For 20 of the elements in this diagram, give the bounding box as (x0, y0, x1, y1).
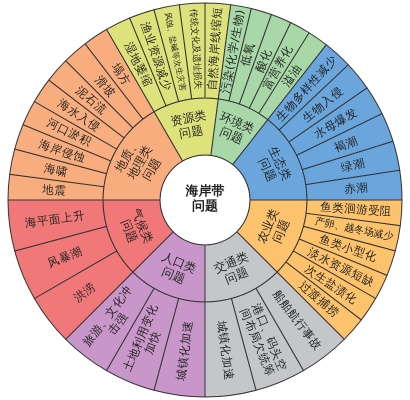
item-label: 褐潮 (330, 132, 360, 157)
item-label: 海啸 (42, 160, 71, 182)
item-label: 传统文化及遗址损失 (187, 7, 204, 92)
item-label: 风暴潮 (44, 243, 86, 273)
category-label: 生态类问题 (254, 143, 294, 186)
item-label: 城镇化加速 (174, 318, 196, 383)
item-label: 洪涝 (70, 278, 100, 307)
category-label: 交通类问题 (210, 249, 252, 288)
center-label: 海岸带问题 (184, 185, 226, 215)
item-label: 绿潮 (338, 154, 367, 177)
category-label: 资源类问题 (168, 108, 209, 143)
category-label: 气候类问题 (118, 205, 156, 247)
item-label: 赤潮 (342, 179, 370, 198)
item-label: 海平面上升 (23, 208, 86, 232)
category-label: 环境类问题 (216, 110, 258, 149)
category-label: 农业类问题 (254, 205, 292, 247)
category-label: 地质、地理类问题 (112, 135, 164, 185)
category-label: 人口类问题 (158, 249, 200, 288)
item-label: 城镇化加速 (214, 318, 236, 383)
item-label: 地震 (40, 180, 68, 200)
